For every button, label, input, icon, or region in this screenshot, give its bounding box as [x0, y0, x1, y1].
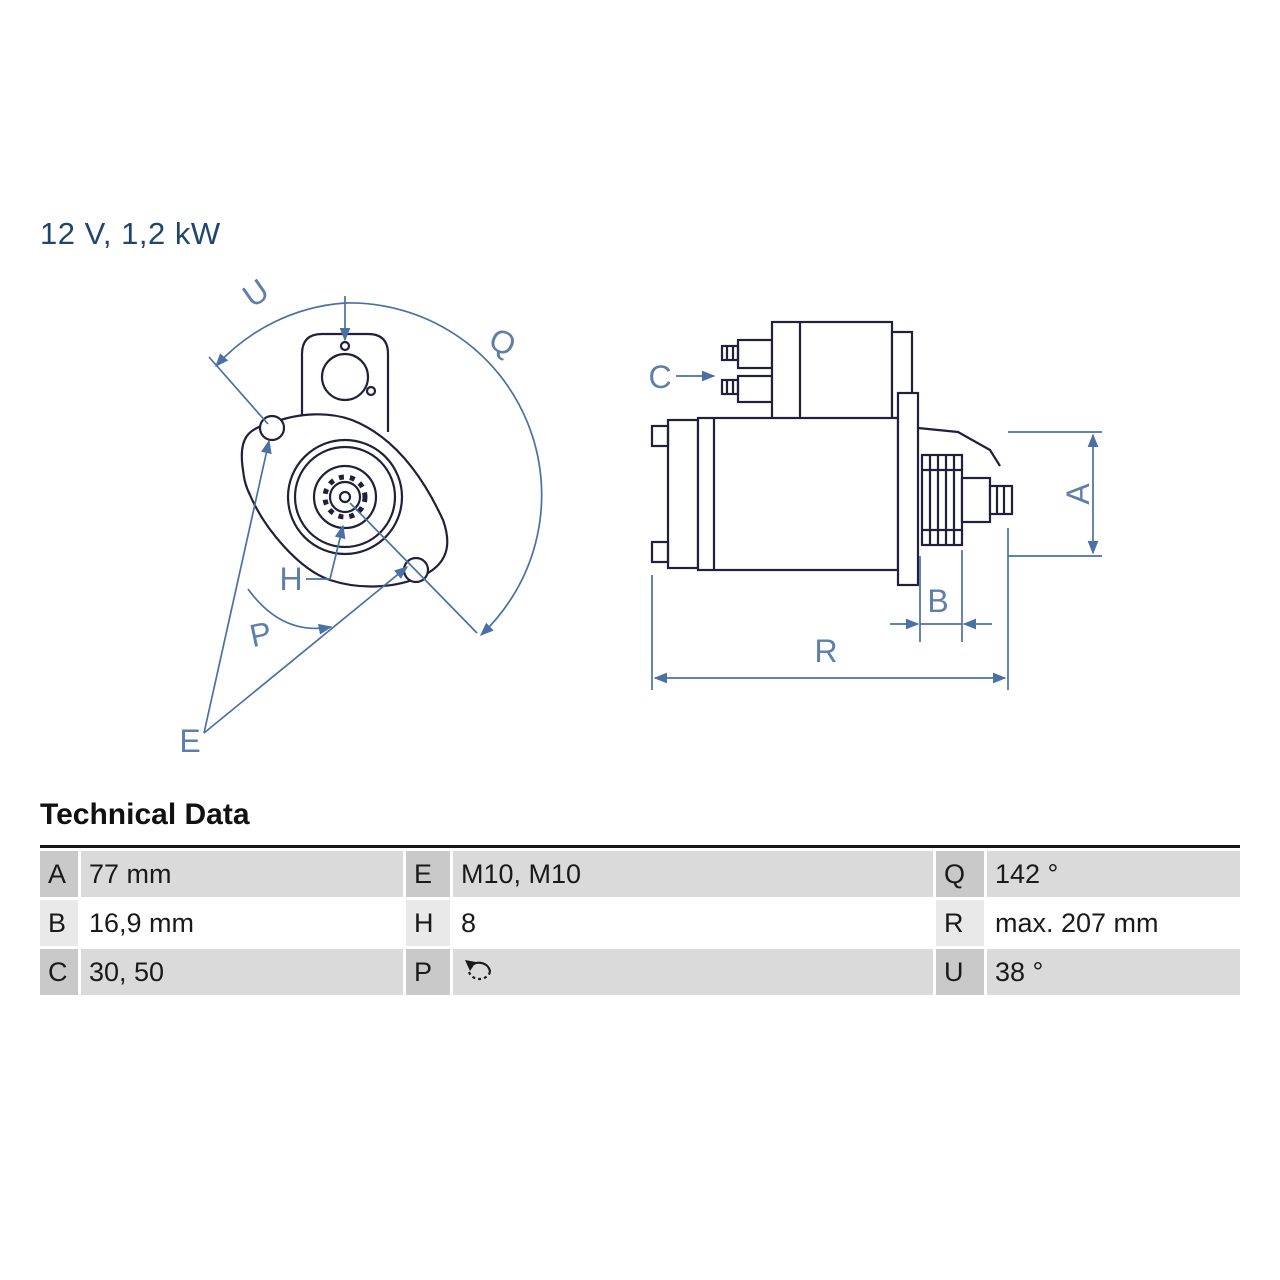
starter-motor-technical-drawing: U Q H P E — [179, 272, 1102, 759]
table-row: C 30, 50 P U 38 ° — [40, 949, 1240, 995]
tab-hole — [320, 352, 370, 402]
drive-cover — [917, 426, 1001, 467]
dim-label-u: U — [236, 272, 276, 315]
spec-key-e: E — [406, 851, 450, 897]
boss-outer — [286, 438, 404, 556]
spec-key-r: R — [936, 900, 984, 946]
dim-label-r: R — [814, 633, 837, 669]
e-leader-upper — [203, 439, 272, 734]
h-leader-line — [306, 524, 346, 580]
technical-data-heading: Technical Data — [40, 798, 250, 831]
shaft-nub — [988, 484, 1014, 516]
side-view-part — [650, 320, 1014, 587]
dim-label-q: Q — [484, 320, 522, 363]
spec-key-p: P — [406, 949, 450, 995]
dim-label-h: H — [279, 561, 302, 597]
dim-label-c: C — [648, 359, 671, 395]
front-view-part — [240, 332, 449, 588]
spec-value-h: 8 — [453, 900, 933, 946]
solenoid-body — [770, 320, 894, 422]
spec-key-b: B — [40, 900, 78, 946]
dim-label-a: A — [1060, 483, 1096, 505]
counterclockwise-rotation-icon — [465, 960, 492, 981]
terminal-block — [736, 374, 774, 404]
spec-value-e: M10, M10 — [453, 851, 933, 897]
technical-data-table: A 77 mm E M10, M10 Q 142 ° B 16,9 mm H 8… — [40, 845, 1240, 998]
spec-value-p — [453, 949, 933, 995]
spec-key-u: U — [936, 949, 984, 995]
side-view-dimensions — [651, 370, 1102, 690]
dim-label-p: P — [247, 614, 275, 654]
spec-value-r: max. 207 mm — [987, 900, 1240, 946]
spec-key-c: C — [40, 949, 78, 995]
terminal-stud — [720, 344, 740, 362]
pinion-gear — [920, 453, 964, 547]
motor-body — [696, 416, 900, 572]
spec-value-a: 77 mm — [81, 851, 403, 897]
tab-pin-hole — [339, 340, 351, 352]
angle-arc — [215, 302, 543, 636]
spec-value-b: 16,9 mm — [81, 900, 403, 946]
table-row: A 77 mm E M10, M10 Q 142 ° — [40, 851, 1240, 897]
e-leader-lower — [203, 566, 409, 734]
angle-leg-right — [349, 502, 478, 634]
product-spec-label: 12 V, 1,2 kW — [40, 216, 221, 251]
drive-shaft — [960, 476, 992, 524]
terminal-block — [736, 338, 774, 370]
dim-label-e: E — [179, 723, 200, 759]
spec-value-c: 30, 50 — [81, 949, 403, 995]
dim-label-b: B — [927, 583, 948, 619]
spec-value-u: 38 ° — [987, 949, 1240, 995]
mount-tab-bottom — [650, 540, 670, 564]
spec-key-a: A — [40, 851, 78, 897]
spec-key-h: H — [406, 900, 450, 946]
table-row: B 16,9 mm H 8 R max. 207 mm — [40, 900, 1240, 946]
terminal-stud — [720, 378, 740, 396]
spec-key-q: Q — [936, 851, 984, 897]
spec-value-q: 142 ° — [987, 851, 1240, 897]
front-view-dimensions — [203, 296, 543, 734]
p-rotation-arc — [247, 588, 333, 635]
mounting-plate — [896, 391, 920, 587]
mount-tab-top — [650, 424, 670, 448]
motor-end-cap — [666, 418, 700, 570]
angle-leg-left — [208, 356, 269, 425]
